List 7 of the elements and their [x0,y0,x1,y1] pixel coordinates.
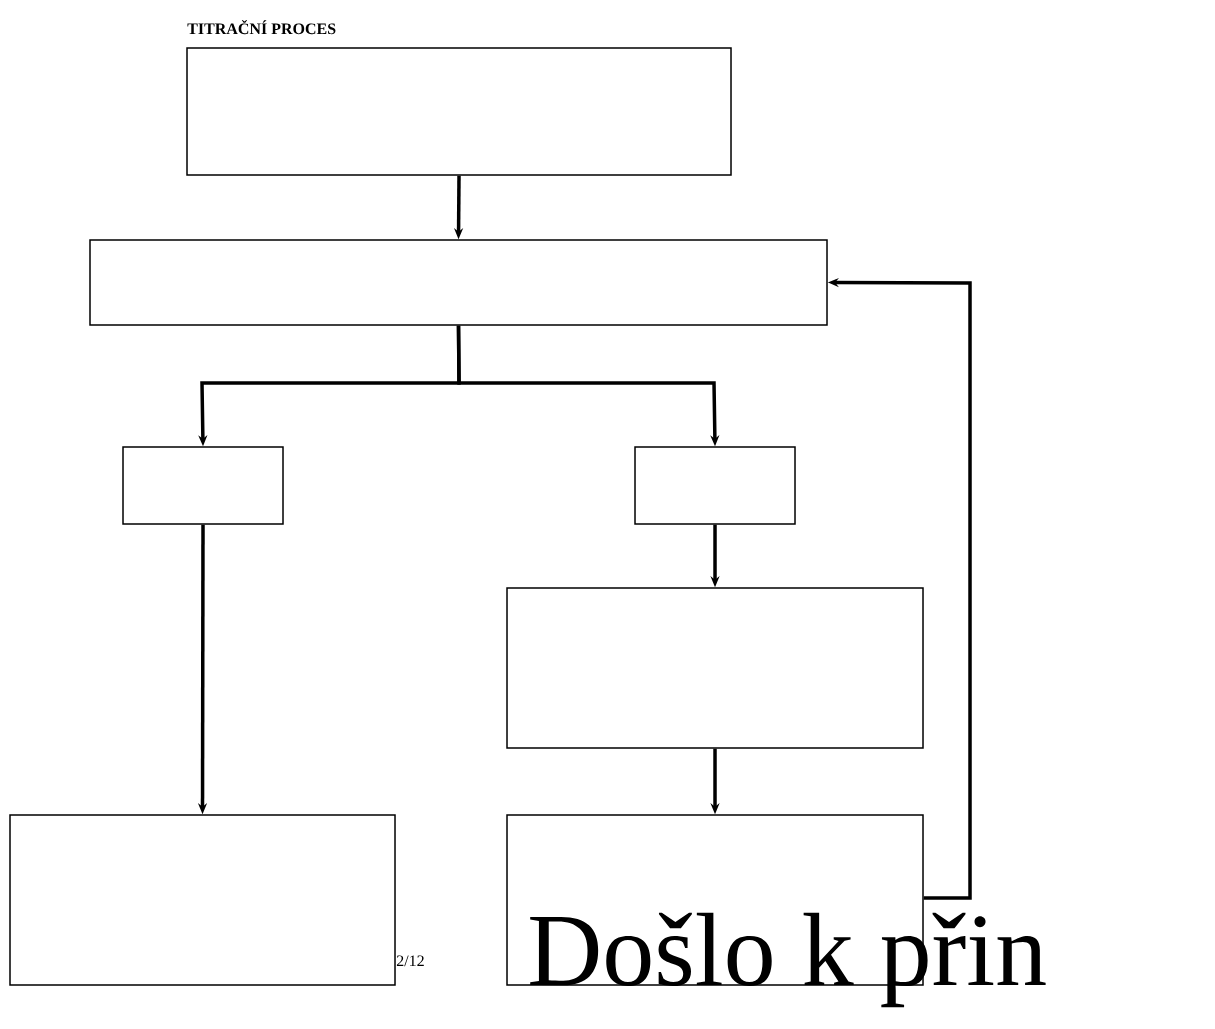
process-box [506,587,924,749]
process-box [186,47,732,176]
process-box [634,446,796,525]
title: TITRAČNÍ PROCES [187,20,336,35]
process-box [9,814,396,986]
process-box [89,239,828,326]
process-box [122,446,284,525]
